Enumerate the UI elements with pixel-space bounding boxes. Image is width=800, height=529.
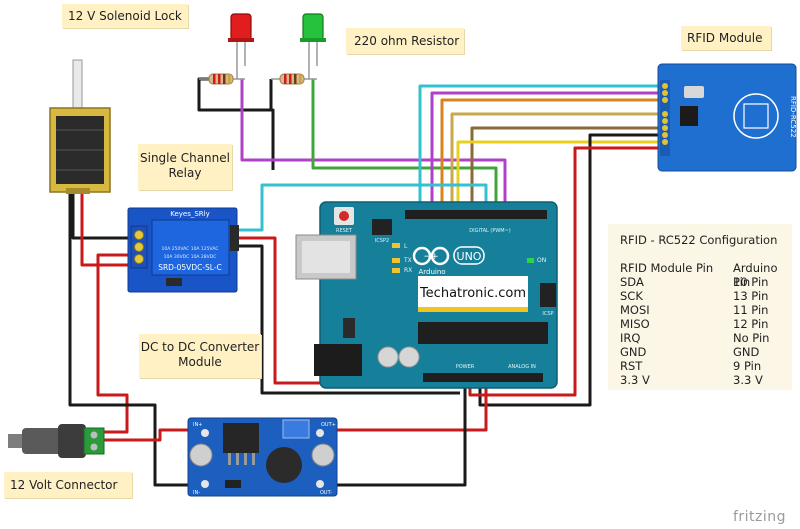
in-minus-label: IN-	[193, 490, 200, 496]
config-arduino-pin: 9 Pin	[733, 359, 762, 373]
solenoid-lock-label: 12 V Solenoid Lock	[62, 4, 188, 28]
wire-rfid-3v3	[456, 140, 662, 210]
rfid-module: RFID-RC522	[657, 63, 797, 172]
config-row: IRQ No Pin	[620, 331, 790, 345]
relay-model: SRD-05VDC-SL-C	[158, 263, 222, 272]
rfid-board-name: RFID-RC522	[789, 96, 797, 138]
dc-dc-converter: IN+ IN- OUT+ OUT-	[187, 417, 338, 497]
config-row: SDA 10 Pin	[620, 275, 790, 289]
config-row: SCK 13 Pin	[620, 289, 790, 303]
config-module-pin: RST	[620, 359, 643, 373]
red-led	[228, 13, 254, 79]
watermark: Techatronic.com	[419, 286, 526, 301]
config-module-pin: IRQ	[620, 331, 641, 345]
wire-relay-com	[96, 253, 129, 434]
dcdc-label-line-1: DC to DC Converter	[140, 340, 260, 354]
arduino-logo: Arduino	[418, 268, 445, 276]
config-header: RFID Module Pin Arduino Pin	[620, 261, 790, 289]
config-arduino-pin: 11 Pin	[733, 303, 769, 317]
config-header-arduino: Arduino Pin	[733, 261, 778, 289]
config-header-module: RFID Module Pin	[620, 261, 714, 275]
config-arduino-pin: 10 Pin	[733, 275, 769, 289]
config-row: RST 9 Pin	[620, 359, 790, 373]
dcdc-label-line-2: Module	[178, 355, 222, 369]
relay-rating-2: 10A 30VDC 10A 28VDC	[164, 254, 217, 260]
wire-rfid-power	[468, 146, 662, 397]
svg-text:−+: −+	[423, 252, 438, 262]
analog-label: ANALOG IN	[508, 364, 536, 370]
dcdc-label: DC to DC Converter Module	[139, 334, 261, 378]
config-module-pin: SDA	[620, 275, 644, 289]
config-module-pin: GND	[620, 345, 647, 359]
wire-relay-gnd	[237, 244, 460, 395]
config-module-pin: MISO	[620, 317, 650, 331]
config-row: MOSI 11 Pin	[620, 303, 790, 317]
config-arduino-pin: 12 Pin	[733, 317, 769, 331]
on-label: ON	[537, 257, 546, 264]
wire-relay-signal	[237, 183, 488, 232]
wire-solenoid-pos	[80, 192, 128, 267]
uno-logo: UNO	[457, 250, 482, 263]
config-arduino-pin: 13 Pin	[733, 289, 769, 303]
arduino-uno: RESET ICSP2 DIGITAL (PWM~) TX RX L −+ Ar…	[295, 201, 558, 389]
out-plus-label: OUT+	[321, 422, 336, 428]
resistor-label: 220 ohm Resistor	[346, 28, 464, 54]
wire-green-led-signal	[311, 79, 498, 210]
reset-label: RESET	[336, 228, 353, 234]
wire-rfid-rst	[470, 126, 662, 210]
wire-rfid-mosi	[440, 98, 662, 210]
green-led	[300, 13, 326, 79]
relay-label-line-1: Single Channel	[140, 151, 230, 165]
rx-label: RX	[404, 267, 412, 274]
wire-rfid-miso	[450, 112, 662, 210]
rfid-config-panel: RFID - RC522 Configuration RFID Module P…	[608, 224, 792, 390]
config-module-pin: SCK	[620, 289, 643, 303]
wire-power-pos	[100, 428, 188, 442]
resistor-green-led	[271, 73, 317, 85]
relay-rating-1: 10A 250VAC 10A 125VAC	[162, 246, 219, 252]
digital-label: DIGITAL (PWM~)	[469, 228, 511, 234]
out-minus-label: OUT-	[320, 490, 332, 496]
icsp2-label: ICSP2	[375, 238, 389, 244]
config-row: MISO 12 Pin	[620, 317, 790, 331]
relay-label: Single Channel Relay	[138, 144, 232, 190]
rfid-module-label: RFID Module	[681, 26, 771, 50]
config-module-pin: 3.3 V	[620, 373, 650, 387]
in-plus-label: IN+	[193, 422, 202, 428]
wire-rfid-gnd	[478, 133, 662, 407]
config-arduino-pin: No Pin	[733, 331, 770, 345]
config-row: 3.3 V 3.3 V	[620, 373, 790, 387]
wire-converter-out-neg	[337, 380, 467, 487]
wire-power-gnd	[68, 192, 188, 487]
relay-brand: Keyes_SRly	[170, 210, 210, 218]
icsp-label: ICSP	[542, 311, 553, 317]
config-arduino-pin: GND	[733, 345, 760, 359]
connector-label: 12 Volt Connector	[4, 472, 132, 498]
relay-label-line-2: Relay	[168, 166, 202, 180]
wire-solenoid-neg	[71, 192, 128, 240]
fritzing-brand: fritzing	[732, 509, 786, 525]
dc-barrel-connector	[8, 424, 105, 458]
config-title: RFID - RC522 Configuration	[620, 233, 778, 247]
relay-module: Keyes_SRly 10A 250VAC 10A 125VAC 10A 30V…	[127, 207, 239, 293]
resistor-red-led	[199, 73, 245, 85]
power-label: POWER	[456, 364, 475, 370]
l-label: L	[404, 243, 408, 250]
solenoid-lock	[49, 59, 111, 194]
config-row: GND GND	[620, 345, 790, 359]
wire-converter-out-pos	[337, 380, 488, 432]
wire-rfid-sda	[418, 84, 662, 210]
wire-rfid-sck	[430, 91, 662, 210]
config-module-pin: MOSI	[620, 303, 650, 317]
config-arduino-pin: 3.3 V	[733, 373, 763, 387]
tx-label: TX	[403, 257, 412, 264]
wire-red-led-signal	[240, 79, 507, 210]
